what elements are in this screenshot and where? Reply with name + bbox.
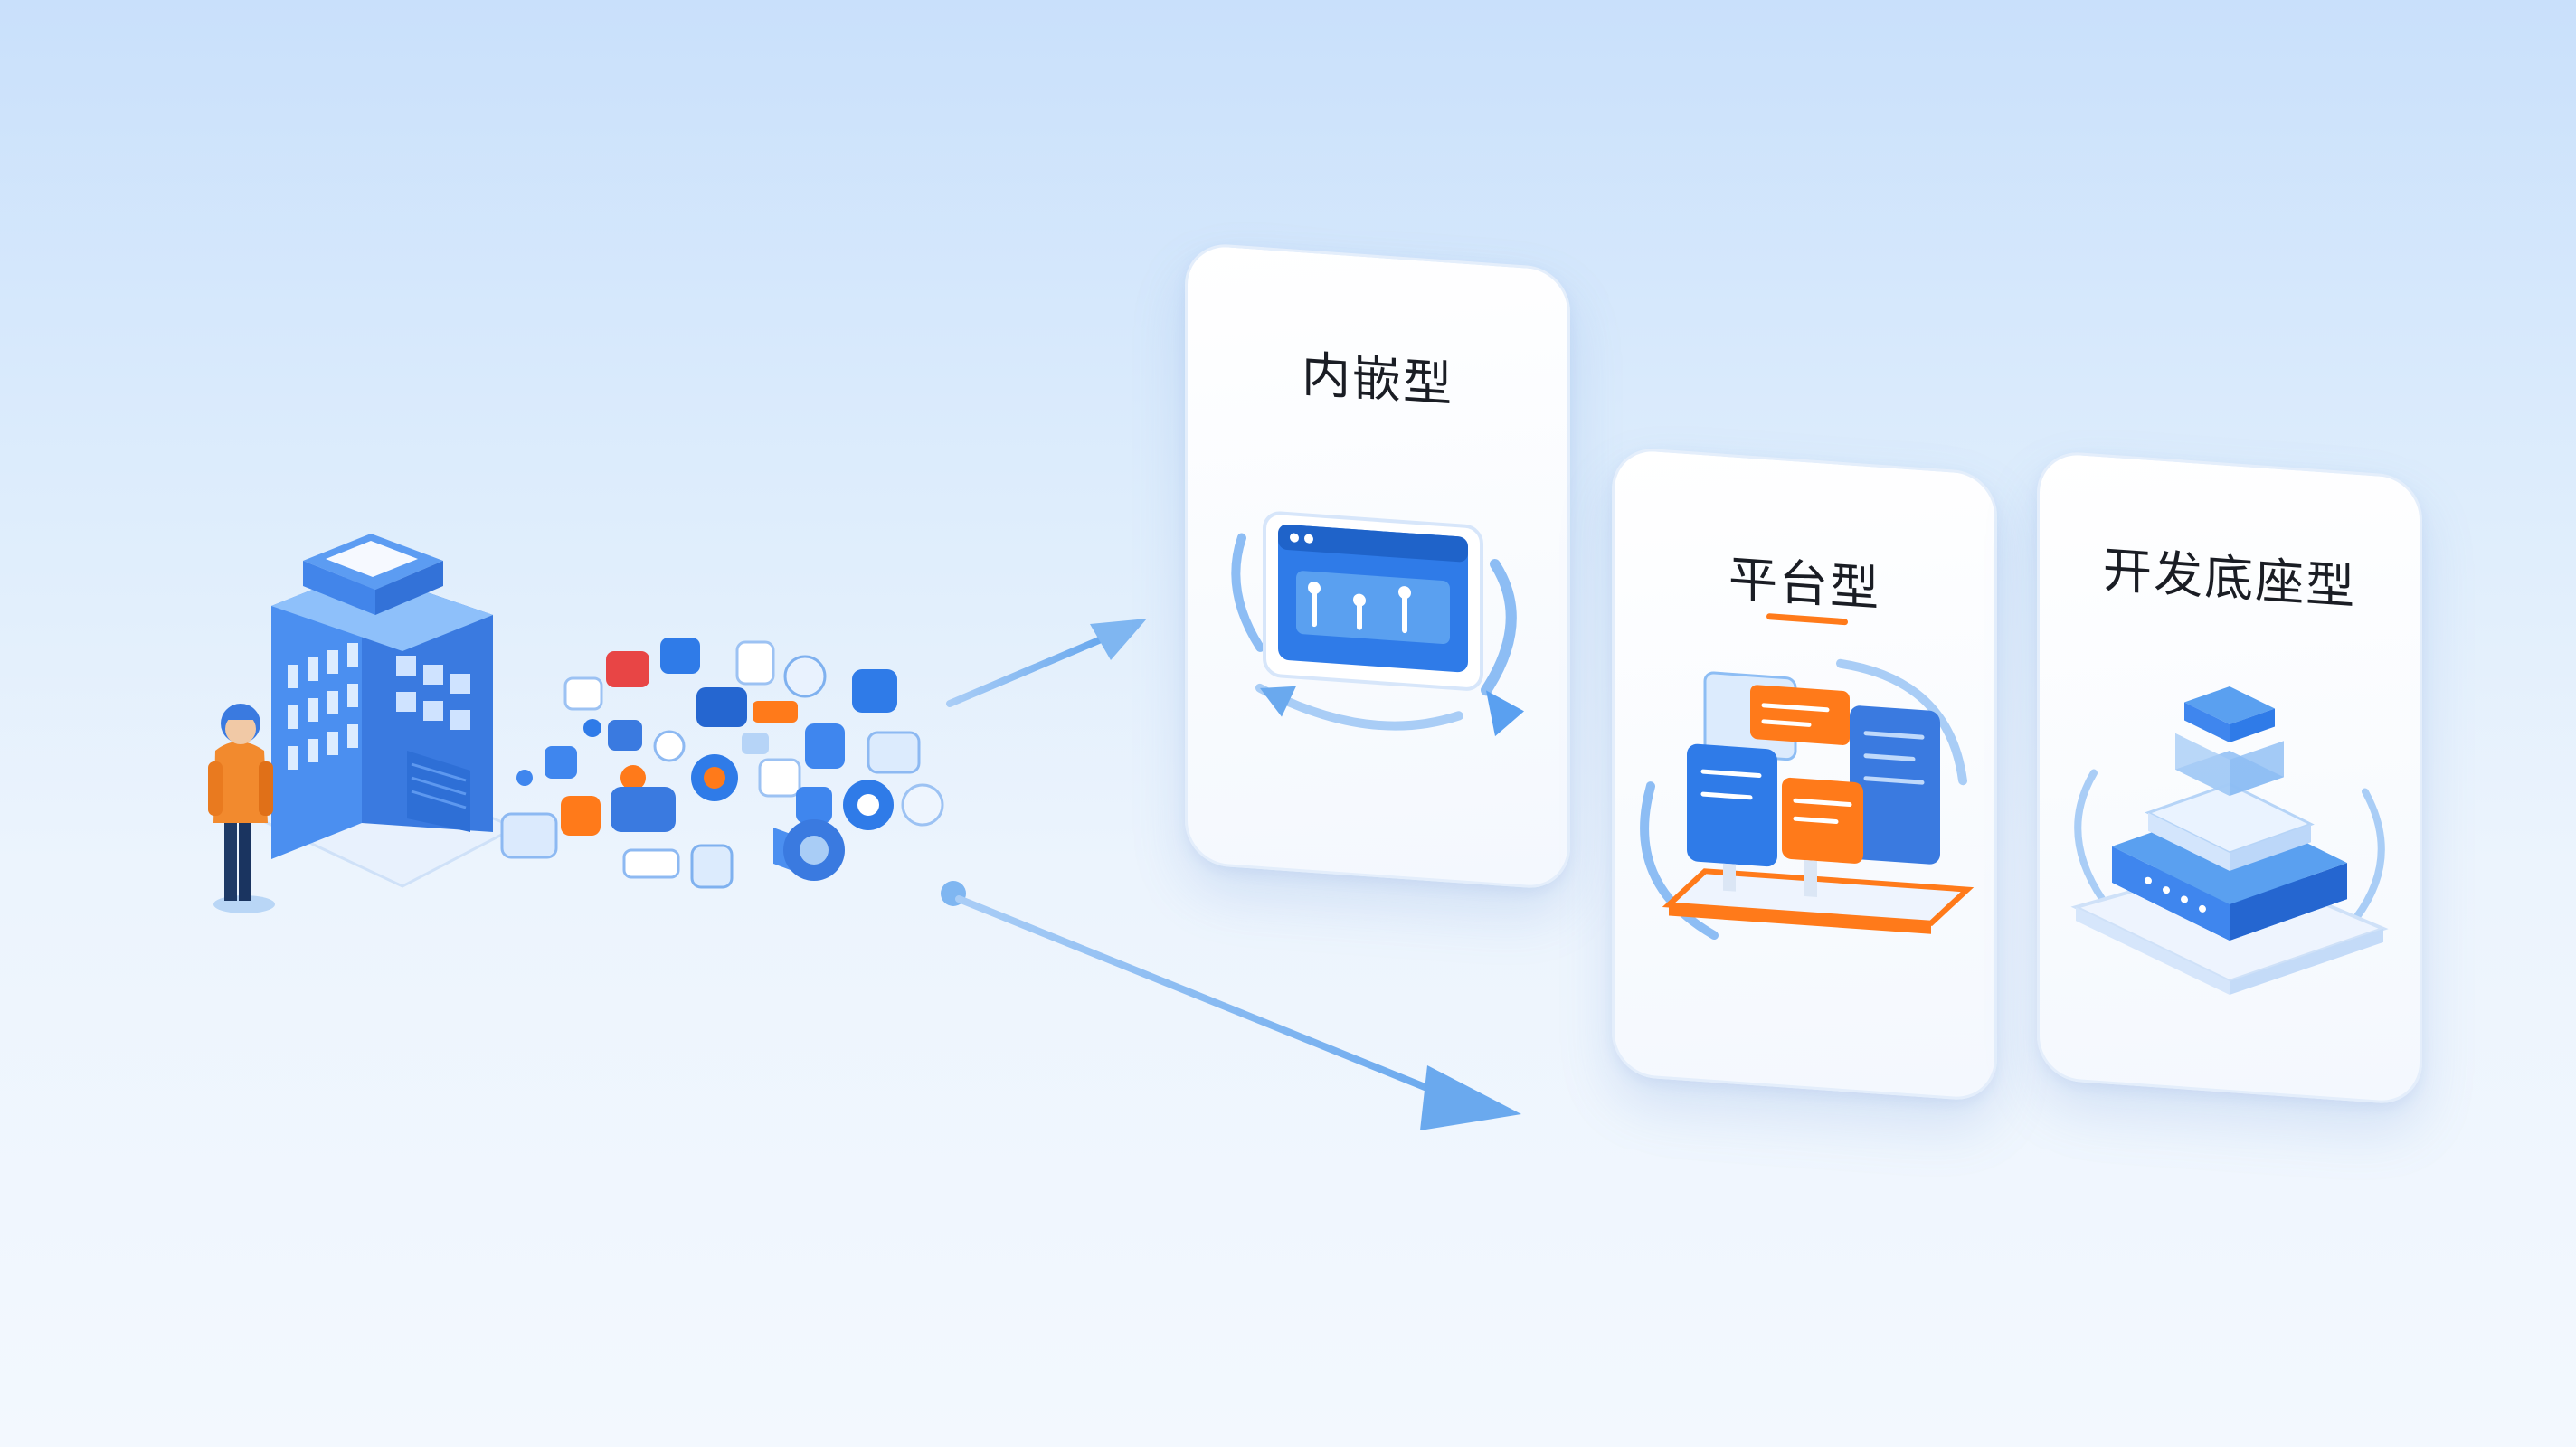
card-title-embedded: 内嵌型 bbox=[1188, 326, 1567, 423]
app-icon-cluster bbox=[502, 638, 942, 887]
building-icon bbox=[271, 534, 493, 859]
card-foundation[interactable]: 开发底座型 bbox=[2037, 449, 2422, 1106]
card-embedded[interactable]: 内嵌型 bbox=[1185, 241, 1570, 891]
person-icon bbox=[208, 704, 275, 913]
card-title-platform: 平台型 bbox=[1615, 530, 1994, 628]
platform-dashboard-icon bbox=[1615, 629, 1994, 1017]
foundation-stack-icon bbox=[2040, 633, 2420, 1039]
enterprise-illustration bbox=[181, 506, 995, 977]
arrow-to-platform bbox=[941, 881, 1521, 1130]
card-title-foundation: 开发底座型 bbox=[2040, 525, 2420, 622]
card-platform[interactable]: 平台型 bbox=[1612, 446, 1997, 1102]
embedded-window-icon bbox=[1188, 461, 1567, 795]
